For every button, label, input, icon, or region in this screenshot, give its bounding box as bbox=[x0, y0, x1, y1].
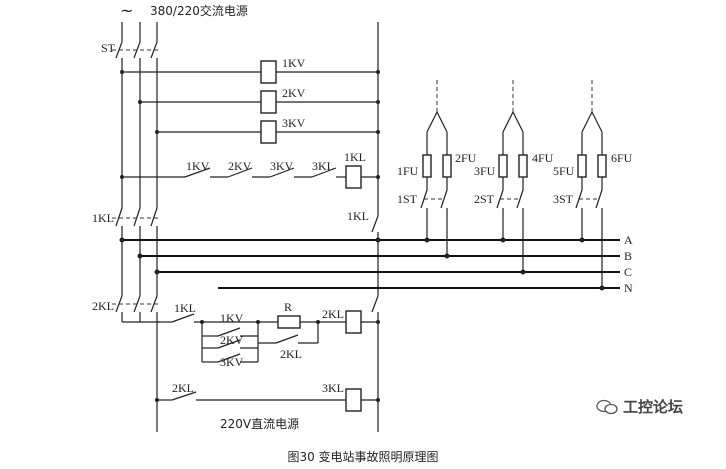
3st-label: 3ST bbox=[553, 192, 574, 206]
2st-label: 2ST bbox=[474, 192, 495, 206]
bus-b-label: B bbox=[624, 249, 632, 263]
6fu-label: 6FU bbox=[611, 151, 633, 165]
bus-c-label: C bbox=[624, 265, 632, 279]
3fu-label: 3FU bbox=[474, 164, 496, 178]
2kl-lower-label: 2KL bbox=[172, 381, 194, 395]
st-label: ST bbox=[101, 41, 116, 55]
kv-coil-rows bbox=[120, 60, 380, 144]
bus-a-label: A bbox=[624, 233, 633, 247]
schematic-diagram: ~ 380/220交流电源 ST 1KL 2KL bbox=[92, 1, 633, 432]
1kl-control-row bbox=[120, 165, 380, 189]
ac-symbol: ~ bbox=[120, 1, 133, 20]
1st-label: 1ST bbox=[397, 192, 418, 206]
resistor-label: R bbox=[284, 300, 292, 314]
3kv-coil-label: 3KV bbox=[282, 116, 306, 130]
wechat-icon bbox=[596, 399, 618, 414]
dc-control bbox=[155, 310, 380, 412]
branch-3 bbox=[575, 80, 607, 291]
2kl-coil-label: 2KL bbox=[322, 307, 344, 321]
3kl-contact-label: 3KL bbox=[312, 159, 334, 173]
5fu-label: 5FU bbox=[553, 164, 575, 178]
2kv-contact-label: 2KV bbox=[228, 159, 252, 173]
source-label: 380/220交流电源 bbox=[150, 3, 248, 18]
branch-1 bbox=[420, 80, 452, 259]
1fu-label: 1FU bbox=[397, 164, 419, 178]
branch-2 bbox=[496, 80, 528, 275]
1kv-contact-label: 1KV bbox=[186, 159, 210, 173]
2kl-dc-contact-label: 2KL bbox=[280, 347, 302, 361]
1kl-right-label: 1KL bbox=[347, 209, 369, 223]
2kv-coil-label: 2KV bbox=[282, 86, 306, 100]
1kv-dc-label: 1KV bbox=[220, 311, 244, 325]
watermark-text: 工控论坛 bbox=[623, 398, 684, 416]
1kv-coil-label: 1KV bbox=[282, 56, 306, 70]
bus-n-label: N bbox=[624, 281, 633, 295]
3kv-dc-label: 3KV bbox=[220, 355, 244, 369]
3kl-coil-label: 3KL bbox=[322, 381, 344, 395]
1kl-dc-label: 1KL bbox=[174, 301, 196, 315]
2fu-label: 2FU bbox=[455, 151, 477, 165]
1kl-main-label: 1KL bbox=[92, 211, 114, 225]
ac-feeders bbox=[112, 22, 160, 432]
figure-caption: 图30 变电站事故照明原理图 bbox=[287, 450, 439, 464]
4fu-label: 4FU bbox=[532, 151, 554, 165]
bus-bars bbox=[119, 237, 620, 289]
2kl-main-label: 2KL bbox=[92, 299, 114, 313]
1kl-coil-label: 1KL bbox=[344, 150, 366, 164]
3kv-contact-label: 3KV bbox=[270, 159, 294, 173]
dc-source-label: 220V直流电源 bbox=[220, 417, 299, 431]
2kv-dc-label: 2KV bbox=[220, 333, 244, 347]
watermark: 工控论坛 bbox=[596, 396, 683, 417]
